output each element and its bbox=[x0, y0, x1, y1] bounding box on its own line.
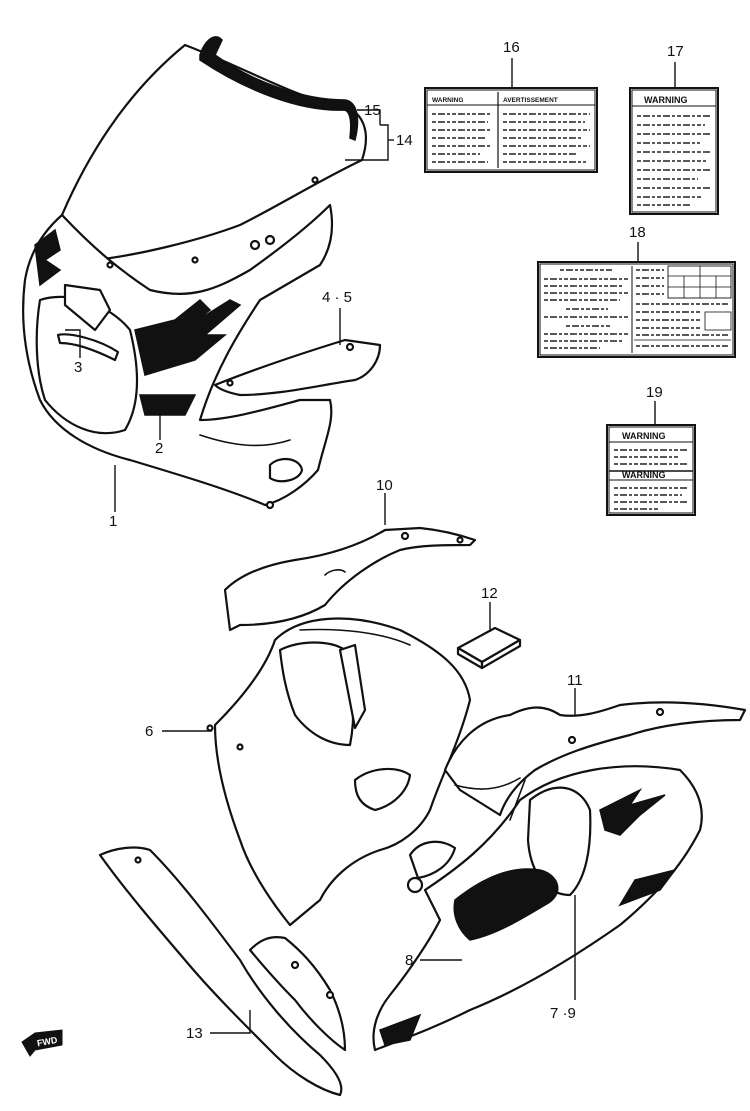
label18-fine-print bbox=[544, 269, 728, 349]
callout-1: 1 bbox=[109, 513, 117, 530]
label17-fine-print bbox=[637, 115, 711, 206]
callout-4-5: 4 · 5 bbox=[322, 289, 352, 306]
callout-numbers: 1 2 3 4 · 5 6 7 ·9 8 10 11 12 13 14 15 1… bbox=[74, 39, 684, 1042]
callout-15: 15 bbox=[364, 102, 381, 119]
label16-warning-text: WARNING bbox=[432, 97, 463, 104]
under-panel-13[interactable] bbox=[98, 846, 347, 1097]
label16-avertissement-text: AVERTISSEMENT bbox=[503, 97, 558, 104]
forward-arrow-icon: FWD bbox=[21, 1029, 63, 1057]
label18-grid bbox=[634, 265, 732, 341]
inner-panel-4-5[interactable] bbox=[213, 338, 382, 397]
callout-11: 11 bbox=[567, 672, 583, 689]
leader-lines bbox=[65, 58, 676, 1034]
callout-19: 19 bbox=[646, 384, 663, 401]
callout-7-9: 7 ·9 bbox=[550, 1005, 576, 1022]
callout-13: 13 bbox=[186, 1025, 203, 1042]
callout-14: 14 bbox=[396, 132, 413, 149]
fwd-text: FWD bbox=[36, 1035, 58, 1048]
label17-warning-text: WARNING bbox=[644, 95, 688, 105]
callout-10: 10 bbox=[376, 477, 393, 494]
warning-label-17[interactable]: WARNING bbox=[629, 87, 719, 215]
lower-cowling-6[interactable] bbox=[206, 617, 472, 927]
callout-2: 2 bbox=[155, 440, 163, 457]
callout-12: 12 bbox=[481, 585, 498, 602]
tire-label-18[interactable] bbox=[537, 261, 736, 358]
lower-cowling-11[interactable] bbox=[443, 701, 747, 817]
callout-18: 18 bbox=[629, 224, 646, 241]
warning-label-19[interactable]: WARNING WARNING bbox=[606, 424, 696, 516]
callout-6: 6 bbox=[145, 723, 153, 740]
label19-warning-text-1: WARNING bbox=[622, 431, 666, 441]
pad-part-12[interactable] bbox=[456, 626, 522, 670]
warning-label-16[interactable]: WARNING AVERTISSEMENT bbox=[424, 87, 598, 173]
callout-3: 3 bbox=[74, 359, 82, 376]
upper-cowling[interactable] bbox=[22, 36, 367, 510]
label19-fine-print bbox=[614, 449, 688, 510]
callout-16: 16 bbox=[503, 39, 520, 56]
label16-fine-print bbox=[432, 113, 590, 163]
label19-warning-text-2: WARNING bbox=[622, 470, 666, 480]
side-panel-7-9[interactable] bbox=[372, 765, 703, 1052]
callout-8: 8 bbox=[405, 952, 413, 969]
duct-part-3[interactable] bbox=[56, 333, 120, 362]
bracket-part-10[interactable] bbox=[223, 526, 477, 632]
callout-17: 17 bbox=[667, 43, 684, 60]
